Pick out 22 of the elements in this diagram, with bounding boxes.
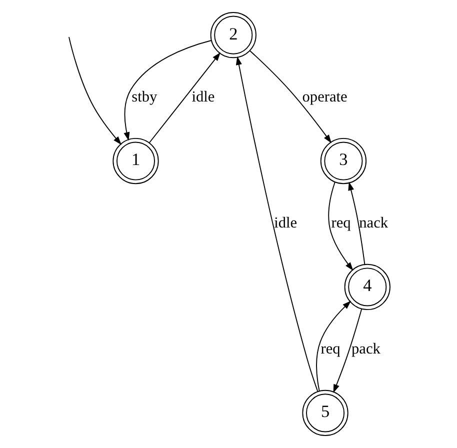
arrow [333, 308, 362, 393]
arrow [328, 182, 354, 271]
arrow [250, 50, 332, 144]
node-circle: 4 [344, 264, 390, 310]
edge-label: req [331, 214, 351, 232]
edge-label: idle [274, 214, 298, 232]
arrow [148, 52, 220, 144]
edge-label: idle [192, 88, 215, 106]
edge-label: nack [359, 214, 388, 232]
edge-label: stby [132, 88, 158, 106]
arrow [68, 36, 122, 145]
node-circle: 1 [112, 138, 159, 184]
arrow [316, 300, 352, 392]
node-circle: 3 [320, 138, 367, 184]
edge-label: operate [302, 88, 348, 106]
node-circle: 2 [210, 12, 256, 58]
arrow [348, 182, 366, 265]
arrow [124, 40, 212, 141]
edge-label: req [320, 340, 340, 358]
edge-label: pack [352, 340, 380, 358]
node-circle: 5 [302, 390, 348, 436]
arrow [236, 56, 318, 392]
